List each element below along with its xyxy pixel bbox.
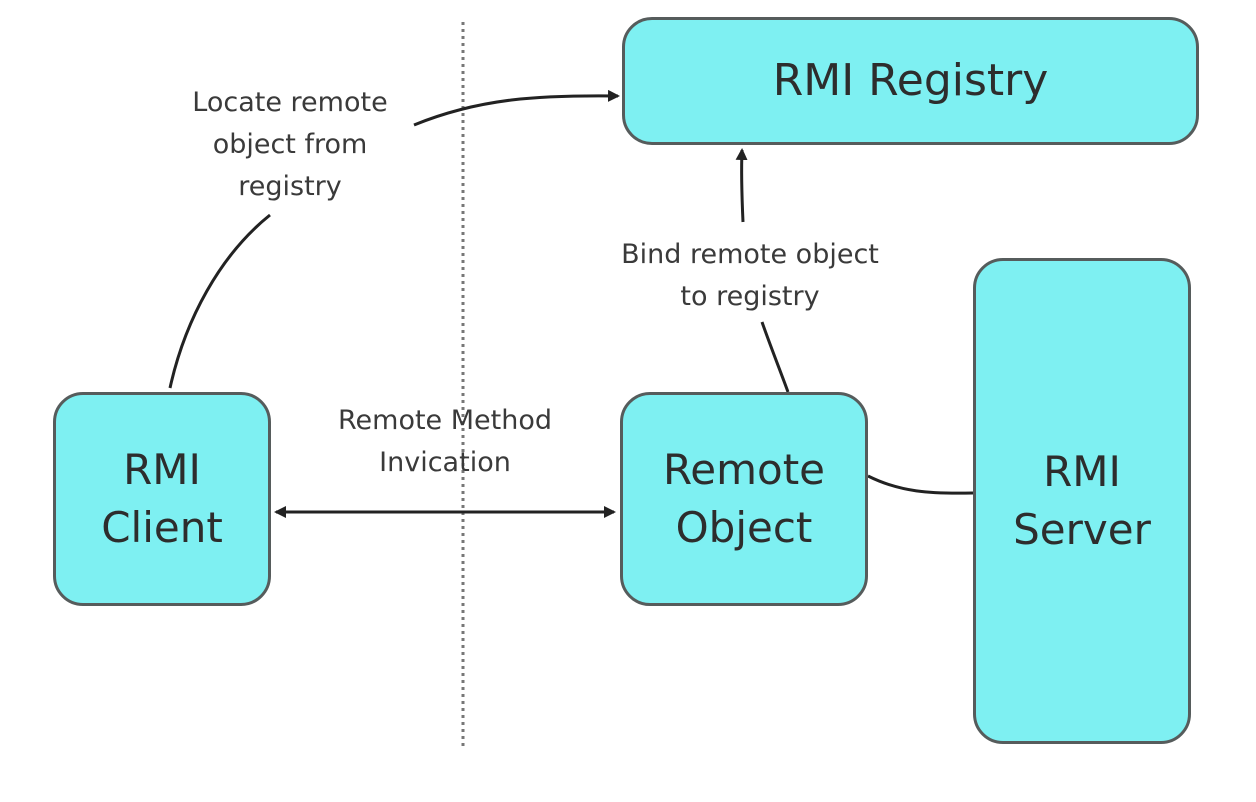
locate-edge-label-line2: object from — [212, 129, 368, 160]
rmi-client-node: RMI Client — [53, 392, 271, 606]
rmi-server-node: RMI Server — [973, 258, 1191, 744]
invocation-edge-label: Remote Method Invication — [300, 400, 590, 484]
remote-object-node: Remote Object — [620, 392, 868, 606]
bind-edge-label-line2: to registry — [680, 281, 820, 312]
locate-edge-label: Locate remote object from registry — [150, 82, 430, 208]
locate-arrow-upper — [413, 89, 620, 127]
rmi-registry-label: RMI Registry — [772, 55, 1049, 106]
bind-connector-lower — [760, 321, 790, 393]
rmi-client-label-line2: Client — [101, 503, 223, 552]
object-server-connector — [867, 474, 974, 495]
invocation-edge-label-line2: Invication — [379, 447, 511, 478]
locate-connector-lower — [168, 213, 271, 389]
rmi-server-label-line2: Server — [1013, 505, 1151, 554]
remote-object-label-line2: Object — [675, 503, 813, 552]
locate-edge-label-line1: Locate remote — [192, 87, 388, 118]
bind-edge-label-line1: Bind remote object — [621, 239, 879, 270]
remote-object-label-line1: Remote — [662, 445, 826, 494]
bind-arrow-upper — [735, 148, 748, 223]
invocation-edge-label-line1: Remote Method — [337, 405, 553, 436]
bind-edge-label: Bind remote object to registry — [590, 234, 910, 318]
rmi-client-label-line1: RMI — [123, 445, 201, 494]
locate-edge-label-line3: registry — [238, 171, 342, 202]
rmi-server-label-line1: RMI — [1043, 447, 1121, 496]
rmi-registry-node: RMI Registry — [622, 17, 1199, 145]
